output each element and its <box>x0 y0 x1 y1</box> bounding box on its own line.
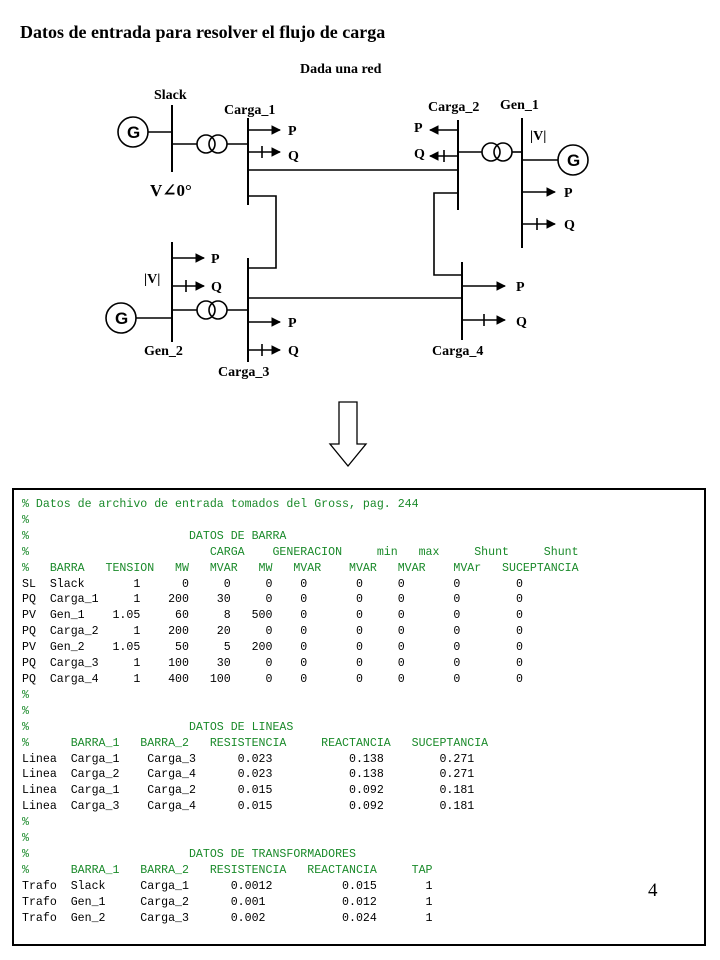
code-line: % CARGA GENERACION min max Shunt Shunt <box>22 545 579 559</box>
gen2-q-label: Q <box>211 280 222 295</box>
code-line: % BARRA_1 BARRA_2 RESISTENCIA REACTANCIA… <box>22 736 489 750</box>
gen1-generator-icon <box>557 144 589 176</box>
input-data-listing: % Datos de archivo de entrada tomados de… <box>12 488 706 946</box>
transformer-gen1-icon <box>481 142 501 162</box>
code-line: % <box>22 816 29 830</box>
transformer-slack-icon <box>196 134 216 154</box>
label-carga-3: Carga_3 <box>218 365 269 380</box>
code-text: % Datos de archivo de entrada tomados de… <box>22 497 579 926</box>
network-diagram: Dada una red Slack G V∠0° Carga_1 P Q Ca… <box>105 62 589 468</box>
carga4-p-label: P <box>516 280 525 295</box>
label-carga-1: Carga_1 <box>224 103 275 118</box>
code-line: % BARRA TENSION MW MVAR MW MVAR MVAR MVA… <box>22 561 579 575</box>
diagram-subtitle: Dada una red <box>300 62 382 77</box>
page-title: Datos de entrada para resolver el flujo … <box>20 22 386 42</box>
carga3-p-label: P <box>288 316 297 331</box>
code-line: % DATOS DE BARRA <box>22 529 287 543</box>
code-line: % DATOS DE TRANSFORMADORES <box>22 847 356 861</box>
code-line: PQ Carga_1 1 200 30 0 0 0 0 0 0 <box>22 593 523 607</box>
code-line: PV Gen_2 1.05 50 5 200 0 0 0 0 0 <box>22 641 523 655</box>
code-line: PQ Carga_3 1 100 30 0 0 0 0 0 0 <box>22 657 523 671</box>
code-line: % BARRA_1 BARRA_2 RESISTENCIA REACTANCIA… <box>22 863 433 877</box>
code-line: Linea Carga_3 Carga_4 0.015 0.092 0.181 <box>22 800 475 814</box>
code-line: % <box>22 704 29 718</box>
carga1-p-label: P <box>288 124 297 139</box>
gen2-g-label: G <box>115 309 128 328</box>
code-line: % DATOS DE LINEAS <box>22 720 294 734</box>
transformer-gen2-icon <box>208 300 228 320</box>
gen1-g-label: G <box>567 151 580 170</box>
slack-g-label: G <box>127 123 140 142</box>
code-line: % <box>22 513 29 527</box>
code-line: SL Slack 1 0 0 0 0 0 0 0 0 <box>22 577 523 591</box>
carga1-q-label: Q <box>288 149 299 164</box>
code-line: % <box>22 688 29 702</box>
gen2-vmag-label: |V| <box>144 272 160 287</box>
code-line: % <box>22 832 29 846</box>
label-slack-voltage: V∠0° <box>150 181 192 200</box>
label-carga-2: Carga_2 <box>428 100 479 115</box>
code-line: PQ Carga_2 1 200 20 0 0 0 0 0 0 <box>22 625 523 639</box>
page-number: 4 <box>648 880 658 901</box>
carga2-q-label: Q <box>414 147 425 162</box>
down-arrow-icon <box>328 401 368 468</box>
code-line: PQ Carga_4 1 400 100 0 0 0 0 0 0 <box>22 672 523 686</box>
code-line: % Datos de archivo de entrada tomados de… <box>22 498 419 511</box>
code-line: Trafo Gen_1 Carga_2 0.001 0.012 1 <box>22 895 433 909</box>
carga2-p-label: P <box>414 121 423 136</box>
code-line: PV Gen_1 1.05 60 8 500 0 0 0 0 0 <box>22 609 523 623</box>
gen2-p-label: P <box>211 252 220 267</box>
label-carga-4: Carga_4 <box>432 344 483 359</box>
label-gen-1: Gen_1 <box>500 98 539 113</box>
code-line: Linea Carga_1 Carga_3 0.023 0.138 0.271 <box>22 752 475 766</box>
code-line: Trafo Gen_2 Carga_3 0.002 0.024 1 <box>22 911 433 925</box>
gen1-vmag-label: |V| <box>530 129 546 144</box>
label-slack: Slack <box>154 88 187 103</box>
carga3-q-label: Q <box>288 344 299 359</box>
gen1-p-label: P <box>564 186 573 201</box>
code-line: Linea Carga_1 Carga_2 0.015 0.092 0.181 <box>22 784 475 798</box>
label-gen-2: Gen_2 <box>144 344 183 359</box>
code-line: Trafo Slack Carga_1 0.0012 0.015 1 <box>22 879 433 893</box>
carga4-q-label: Q <box>516 315 527 330</box>
code-line: Linea Carga_2 Carga_4 0.023 0.138 0.271 <box>22 768 475 782</box>
gen2-generator-icon <box>105 302 137 334</box>
gen1-q-label: Q <box>564 218 575 233</box>
